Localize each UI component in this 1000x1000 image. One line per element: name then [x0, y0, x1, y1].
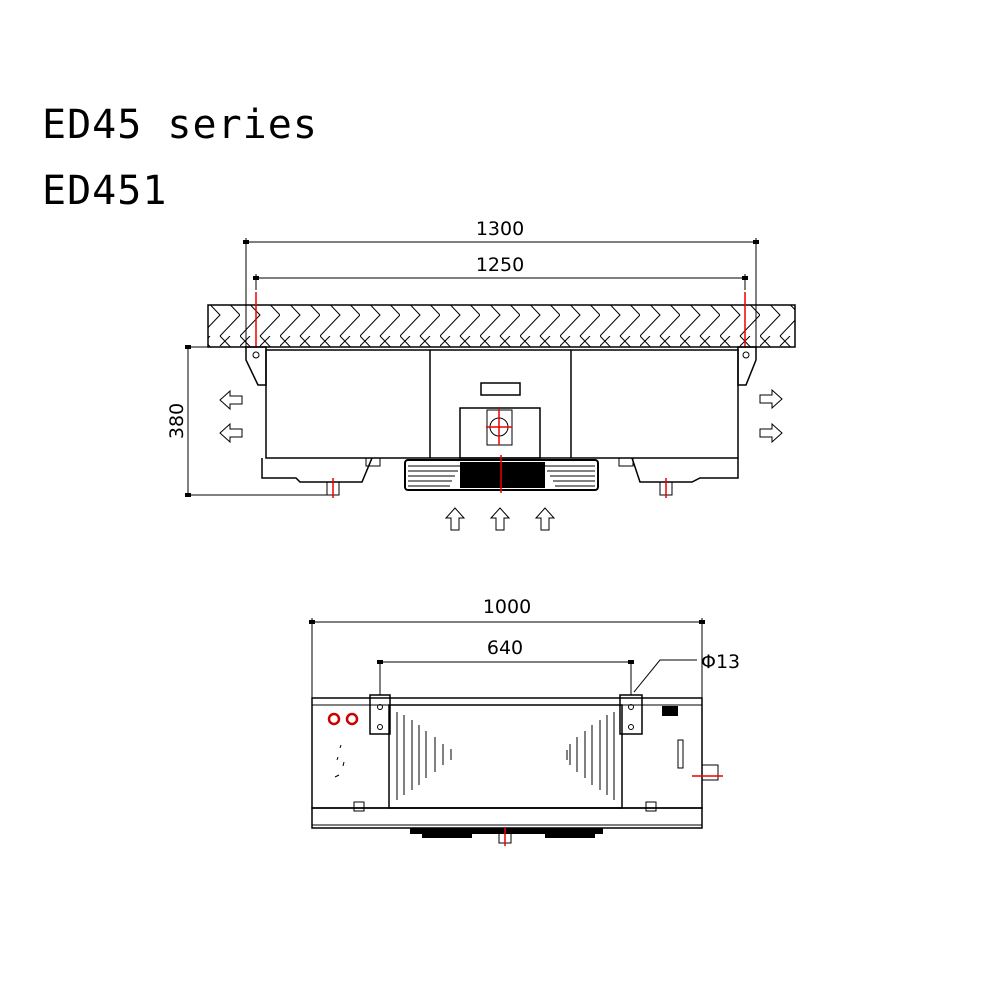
dim-label-1300: 1300 [476, 218, 524, 240]
model-title: ED451 [42, 168, 168, 214]
dim-label-phi13: Φ13 [701, 651, 740, 673]
arrow-right-icon [759, 422, 783, 444]
motor-box [459, 407, 541, 459]
dim-label-1250: 1250 [476, 254, 524, 276]
bracket-left [369, 694, 391, 735]
arrow-left-icon [219, 389, 243, 411]
dimension-1000: 1000 [309, 596, 705, 698]
arrow-up-icon [444, 507, 466, 531]
connector-icon [327, 712, 341, 726]
dim-label-380: 380 [166, 403, 188, 439]
fin-lines [396, 712, 615, 800]
dim-label-640: 640 [487, 637, 523, 659]
dimension-640: 640 [377, 637, 634, 695]
drain-pan-right [631, 457, 739, 483]
dimension-1250: 1250 [253, 254, 748, 290]
hole-callout: Φ13 [633, 651, 740, 693]
brand-logo [662, 706, 678, 716]
top-view: 1000 640 Φ13 [309, 596, 740, 846]
airflow-arrows [219, 388, 783, 531]
pipe-stub [701, 764, 719, 781]
drain-pan-left [261, 457, 373, 483]
fan-grille [404, 455, 599, 493]
coil-panel [388, 704, 623, 809]
front-view: 1300 1250 [166, 218, 796, 531]
arrow-up-icon [534, 507, 556, 531]
arrow-up-icon [489, 507, 511, 531]
arrow-right-icon [759, 388, 783, 410]
nameplate [480, 382, 521, 396]
dimension-1300: 1300 [243, 218, 759, 347]
dim-label-1000: 1000 [483, 596, 531, 618]
ceiling-hatch [207, 304, 796, 348]
dimension-380: 380 [166, 345, 330, 497]
mount-bracket-left [245, 346, 267, 386]
connector-icon [345, 712, 359, 726]
unit-body [265, 349, 739, 459]
bracket-right [619, 694, 643, 735]
arrow-left-icon [219, 422, 243, 444]
series-title: ED45 series [42, 102, 318, 148]
fan-underside [410, 827, 603, 846]
